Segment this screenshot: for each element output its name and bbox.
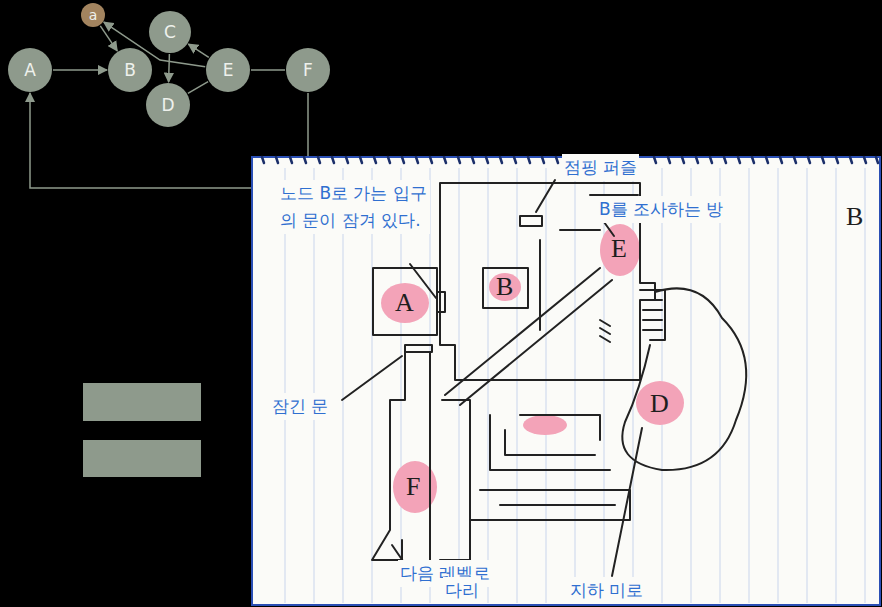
map-sketch: [342, 180, 746, 576]
grey-bar: [83, 440, 201, 477]
node-letter: A: [24, 62, 36, 79]
graph-edge: [188, 82, 208, 94]
node-letter: B: [124, 62, 136, 79]
graph-edge: [168, 54, 170, 82]
map-letter: D: [650, 391, 669, 417]
graph-node: C: [149, 11, 191, 53]
map-letter: A: [395, 290, 414, 316]
annotation-label: 노드 B로 가는 입구의 문이 잠겨 있다.: [278, 180, 430, 234]
node-letter: D: [161, 97, 174, 114]
map-letter: B: [846, 204, 863, 230]
grey-bar: [83, 383, 201, 421]
graph-node: A: [8, 48, 52, 92]
node-letter: C: [164, 24, 176, 41]
annotation-label: 다리: [443, 577, 481, 604]
graph-edge: [251, 69, 285, 71]
map-letter: F: [406, 474, 420, 500]
graph-node: F: [286, 48, 330, 92]
annotation-label: 지하 미로: [568, 577, 645, 604]
annotation-label: 잠긴 문: [270, 393, 330, 420]
annotation-label: B를 조사하는 방: [597, 196, 725, 223]
graph-node: E: [206, 48, 250, 92]
node-letter: E: [223, 62, 234, 79]
annotation-label: 점핑 퍼즐: [562, 154, 639, 181]
graph-edge: [188, 44, 208, 57]
graph-edge: [53, 69, 107, 71]
node-letter: F: [303, 62, 313, 79]
graph-node: B: [108, 48, 152, 92]
graph-node: a: [81, 3, 105, 27]
map-letter: B: [496, 274, 513, 300]
graph-node: D: [146, 83, 190, 127]
map-letter: E: [611, 236, 627, 262]
paper-sheet: [252, 157, 880, 605]
node-letter: a: [89, 8, 98, 22]
